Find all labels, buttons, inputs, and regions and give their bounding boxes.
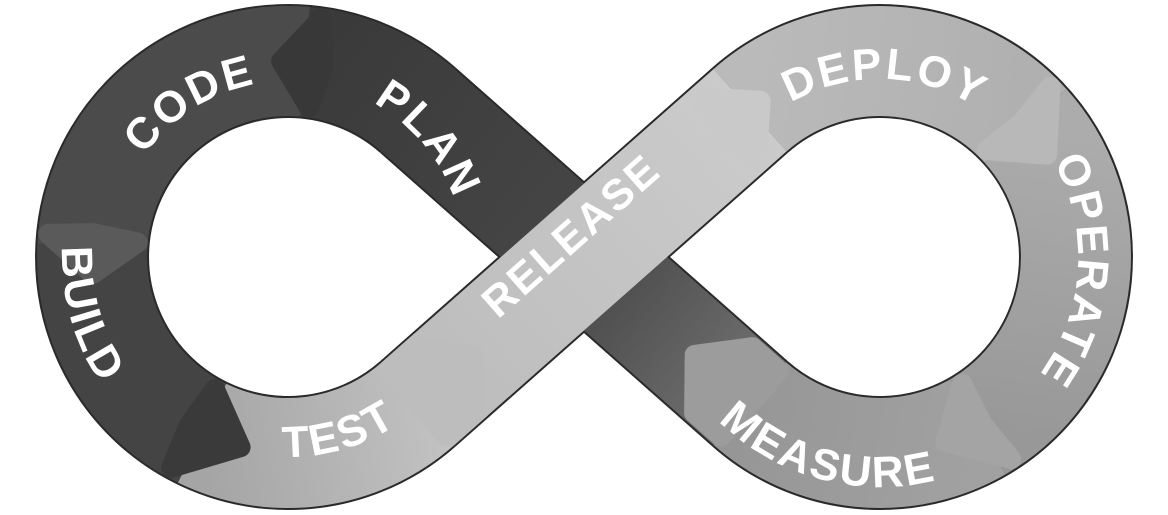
- arrow-release-to-deploy-icon: [688, 87, 771, 173]
- arrow-plan-to-code-icon: [271, 8, 334, 118]
- arrow-code-to-build-icon: [38, 223, 148, 285]
- arrow-test-to-release-icon: [378, 337, 484, 447]
- segment-code: [37, 6, 310, 251]
- arrow-deploy-to-operate-icon: [976, 76, 1061, 165]
- segment-operate: [949, 89, 1131, 475]
- arrow-measure-to-plan-icon: [684, 337, 790, 447]
- segment-deploy: [713, 6, 1067, 164]
- arrow-build-to-test-icon: [161, 379, 251, 478]
- arrow-operate-to-measure-icon: [935, 373, 1022, 470]
